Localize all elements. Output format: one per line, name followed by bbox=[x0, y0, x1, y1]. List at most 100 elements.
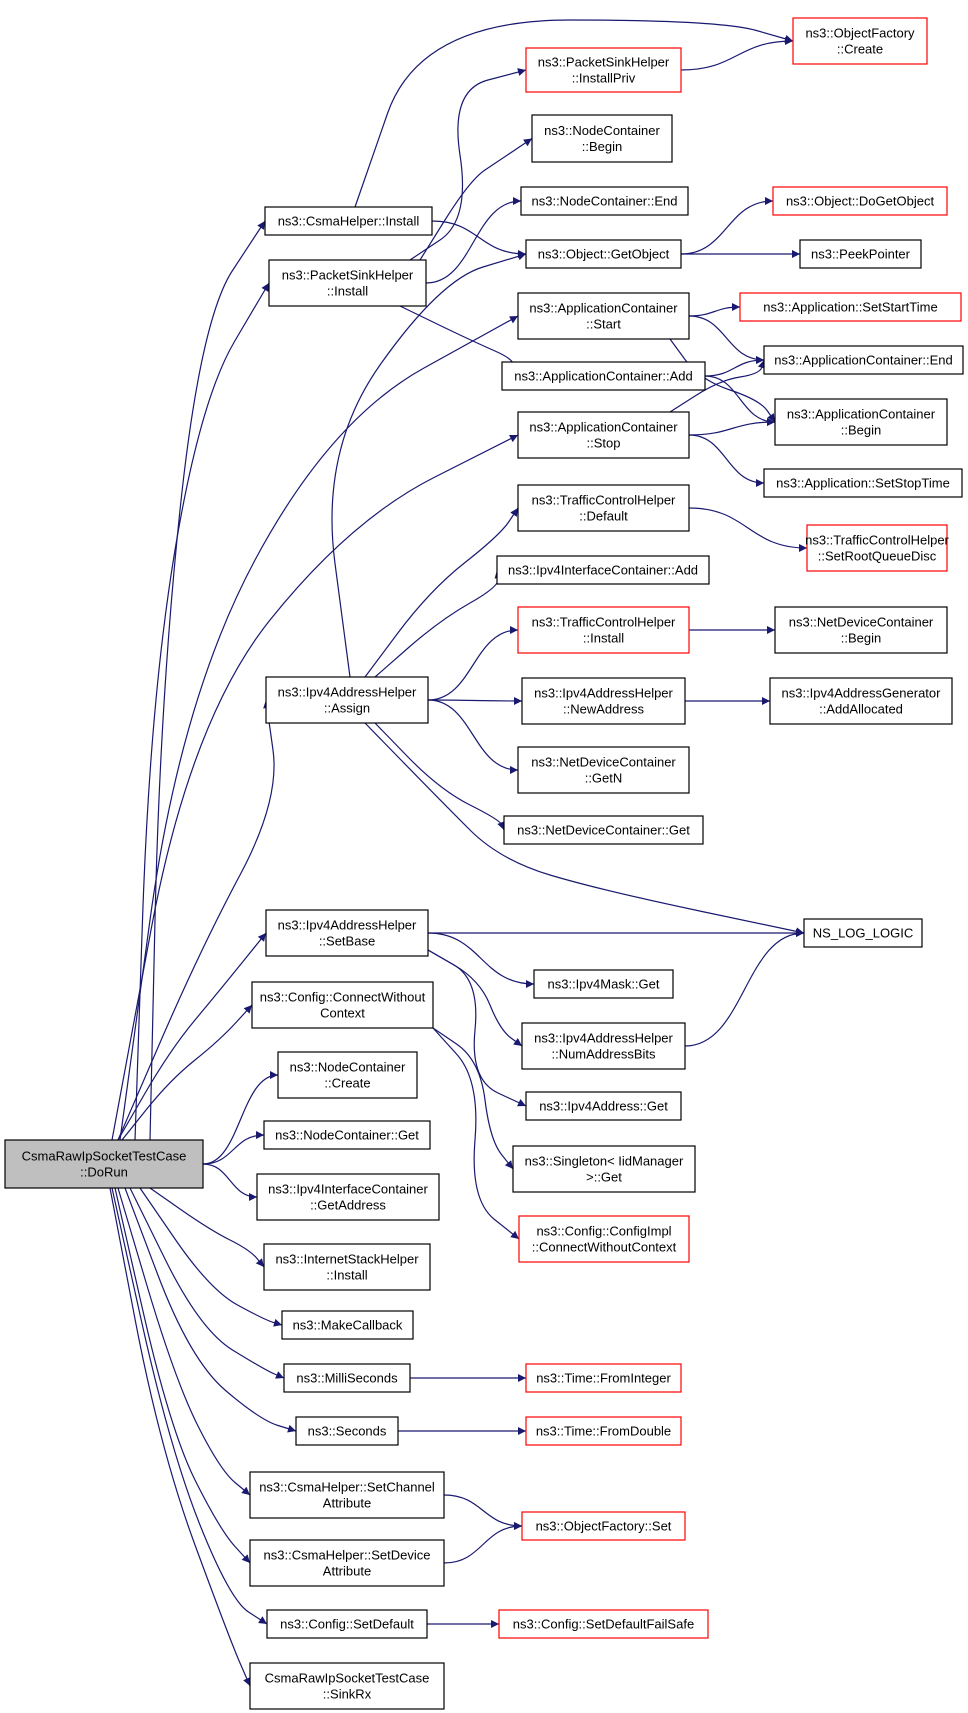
node-label: ns3::Ipv4Mask::Get bbox=[548, 977, 660, 992]
node-tch-install[interactable]: ns3::TrafficControlHelper::Install bbox=[517, 606, 690, 654]
edge-dorun-to-ish_install bbox=[149, 1187, 265, 1268]
node-ish-install[interactable]: ns3::InternetStackHelper::Install bbox=[263, 1243, 431, 1291]
node-config-setdefaultfailsafe[interactable]: ns3::Config::SetDefaultFailSafe bbox=[498, 1609, 709, 1639]
edge-iah_assign-to-tch_install bbox=[427, 626, 519, 701]
node-label: ns3::TrafficControlHelper bbox=[532, 615, 676, 630]
node-box bbox=[803, 918, 923, 948]
node-nc-create[interactable]: ns3::NodeContainer::Create bbox=[277, 1051, 418, 1099]
node-iic-getaddress[interactable]: ns3::Ipv4InterfaceContainer::GetAddress bbox=[256, 1173, 440, 1221]
node-label: ns3::NodeContainer bbox=[290, 1060, 406, 1075]
node-box bbox=[498, 1609, 709, 1639]
node-app-setstarttime[interactable]: ns3::Application::SetStartTime bbox=[739, 292, 962, 322]
node-ndc-get[interactable]: ns3::NetDeviceContainer::Get bbox=[503, 815, 704, 845]
edge-dorun-to-config_setdefault bbox=[111, 1187, 268, 1625]
node-label: ns3::ApplicationContainer bbox=[529, 301, 678, 316]
node-tch-default[interactable]: ns3::TrafficControlHelper::Default bbox=[517, 484, 690, 532]
node-iah-newaddress[interactable]: ns3::Ipv4AddressHelper::NewAddress bbox=[521, 677, 686, 725]
node-label: ns3::ApplicationContainer bbox=[529, 420, 678, 435]
node-tch-setroot[interactable]: ns3::TrafficControlHelper::SetRootQueueD… bbox=[805, 524, 950, 572]
node-box bbox=[525, 47, 682, 93]
node-obj-getobject[interactable]: ns3::Object::GetObject bbox=[525, 239, 682, 269]
node-makecallback[interactable]: ns3::MakeCallback bbox=[281, 1310, 414, 1340]
node-ac-end[interactable]: ns3::ApplicationContainer::End bbox=[763, 345, 964, 375]
node-box bbox=[517, 411, 690, 459]
node-ac-stop[interactable]: ns3::ApplicationContainer::Stop bbox=[517, 411, 690, 459]
node-ac-begin[interactable]: ns3::ApplicationContainer::Begin bbox=[774, 398, 948, 446]
node-nc-end[interactable]: ns3::NodeContainer::End bbox=[520, 186, 689, 216]
node-label: ns3::TrafficControlHelper bbox=[805, 533, 949, 548]
edge-dorun-to-milliseconds bbox=[129, 1187, 285, 1379]
node-label: ::NewAddress bbox=[563, 702, 644, 717]
node-box bbox=[518, 1215, 690, 1263]
node-label: ns3::Object::DoGetObject bbox=[786, 194, 935, 209]
node-nc-get[interactable]: ns3::NodeContainer::Get bbox=[263, 1120, 431, 1150]
node-label: ns3::ObjectFactory::Set bbox=[536, 1519, 672, 1534]
node-label: ::AddAllocated bbox=[819, 702, 903, 717]
node-box bbox=[525, 1091, 682, 1121]
node-singleton-get[interactable]: ns3::Singleton< IidManager>::Get bbox=[512, 1145, 696, 1193]
node-label: ns3::Application::SetStopTime bbox=[776, 476, 950, 491]
edge-csma_setchannelattr-to-of_set bbox=[443, 1494, 523, 1530]
node-peekpointer[interactable]: ns3::PeekPointer bbox=[799, 239, 922, 269]
node-configimpl-connect[interactable]: ns3::Config::ConfigImpl::ConnectWithoutC… bbox=[518, 1215, 690, 1263]
node-label: ::Create bbox=[837, 42, 883, 57]
node-iah-assign[interactable]: ns3::Ipv4AddressHelper::Assign bbox=[265, 676, 429, 724]
node-time-fromdouble[interactable]: ns3::Time::FromDouble bbox=[525, 1416, 682, 1446]
node-ac-add[interactable]: ns3::ApplicationContainer::Add bbox=[501, 361, 706, 391]
node-label: ns3::ObjectFactory bbox=[805, 26, 915, 41]
node-label: ns3::NetDeviceContainer::Get bbox=[517, 823, 690, 838]
node-label: ::Start bbox=[586, 317, 621, 332]
node-obj-dogetobject[interactable]: ns3::Object::DoGetObject bbox=[772, 186, 948, 216]
node-box bbox=[792, 17, 928, 65]
node-label: ns3::PeekPointer bbox=[811, 247, 911, 262]
node-seconds[interactable]: ns3::Seconds bbox=[295, 1416, 399, 1446]
node-iah-setbase[interactable]: ns3::Ipv4AddressHelper::SetBase bbox=[265, 909, 429, 957]
node-nc-begin[interactable]: ns3::NodeContainer::Begin bbox=[531, 114, 673, 163]
node-box bbox=[763, 345, 964, 375]
node-box bbox=[739, 292, 962, 322]
node-config-setdefault[interactable]: ns3::Config::SetDefault bbox=[266, 1609, 428, 1639]
node-box bbox=[265, 676, 429, 724]
node-of-set[interactable]: ns3::ObjectFactory::Set bbox=[521, 1511, 686, 1541]
node-ns-log-logic[interactable]: NS_LOG_LOGIC bbox=[803, 918, 923, 948]
node-label: ns3::NodeContainer bbox=[544, 123, 660, 138]
node-config-connect[interactable]: ns3::Config::ConnectWithoutContext bbox=[251, 981, 434, 1029]
node-of-create[interactable]: ns3::ObjectFactory::Create bbox=[792, 17, 928, 65]
node-sinkrx[interactable]: CsmaRawIpSocketTestCase::SinkRx bbox=[249, 1662, 445, 1710]
node-ipv4mask-get[interactable]: ns3::Ipv4Mask::Get bbox=[533, 969, 674, 999]
edge-dorun-to-makecallback bbox=[139, 1187, 283, 1327]
node-box bbox=[256, 1173, 440, 1221]
node-ipv4address-get[interactable]: ns3::Ipv4Address::Get bbox=[525, 1091, 682, 1121]
node-label: ::Begin bbox=[841, 631, 881, 646]
node-box bbox=[263, 1243, 431, 1291]
edge-ac_start-to-app_setstarttime bbox=[688, 303, 741, 317]
node-iah-numaddressbits[interactable]: ns3::Ipv4AddressHelper::NumAddressBits bbox=[521, 1022, 686, 1070]
edge-psh_install-to-ac_add bbox=[399, 305, 514, 377]
edge-csma_install-to-of_create bbox=[354, 19, 794, 208]
edge-dorun-to-csma_setdeviceattr bbox=[114, 1187, 251, 1564]
node-box bbox=[249, 1471, 445, 1519]
node-label: ns3::MakeCallback bbox=[293, 1318, 403, 1333]
node-psh-installpriv[interactable]: ns3::PacketSinkHelper::InstallPriv bbox=[525, 47, 682, 93]
node-psh-install[interactable]: ns3::PacketSinkHelper::Install bbox=[268, 259, 427, 307]
node-iag-addallocated[interactable]: ns3::Ipv4AddressGenerator::AddAllocated bbox=[769, 677, 953, 725]
node-box bbox=[772, 186, 948, 216]
node-milliseconds[interactable]: ns3::MilliSeconds bbox=[283, 1363, 411, 1393]
node-label: ns3::Ipv4AddressHelper bbox=[278, 685, 417, 700]
edge-iah_assign-to-ndc_get bbox=[374, 722, 505, 831]
node-ndc-begin[interactable]: ns3::NetDeviceContainer::Begin bbox=[774, 606, 948, 654]
node-iic-add[interactable]: ns3::Ipv4InterfaceContainer::Add bbox=[496, 555, 710, 585]
node-dorun[interactable]: CsmaRawIpSocketTestCase::DoRun bbox=[4, 1139, 204, 1189]
node-ac-start[interactable]: ns3::ApplicationContainer::Start bbox=[517, 292, 690, 340]
node-label: Context bbox=[320, 1006, 365, 1021]
edge-dorun-to-iah_assign bbox=[117, 699, 275, 1141]
node-box bbox=[806, 524, 948, 572]
node-time-frominteger[interactable]: ns3::Time::FromInteger bbox=[525, 1363, 682, 1393]
node-ndc-getn[interactable]: ns3::NetDeviceContainer::GetN bbox=[517, 746, 690, 794]
node-label: Attribute bbox=[323, 1496, 371, 1511]
node-csma-install[interactable]: ns3::CsmaHelper::Install bbox=[264, 206, 433, 236]
node-app-setstoptime[interactable]: ns3::Application::SetStopTime bbox=[763, 468, 963, 498]
node-box bbox=[520, 186, 689, 216]
